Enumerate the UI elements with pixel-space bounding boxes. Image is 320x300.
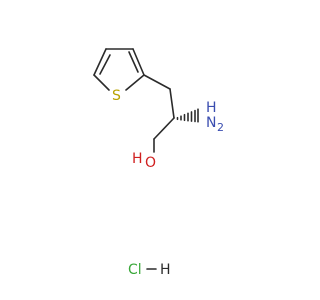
sulfur-label: S [112,88,121,104]
bond-c2-c3 [132,48,145,76]
thiophene-ring [93,48,145,91]
amine-h-label: H [206,100,217,116]
bond-c2-ch2 [143,74,171,90]
hydrochloride-salt: Cl H [128,262,171,278]
molecule-drawing: S H N 2 H O Cl H [93,48,224,278]
bond-ch2-chiral [169,88,175,119]
amine-n-label: N [206,115,216,131]
hydroxyl-h-label: H [132,151,143,167]
side-chain [143,74,175,153]
hydrochloride-h-label: H [160,262,171,278]
amine-subscript-label: 2 [217,121,224,134]
bond-s-c2 [125,74,145,91]
bond-c4-c5-double [99,54,111,75]
bond-c4-c5 [93,48,107,76]
hashed-wedge-bond [176,108,199,123]
bond-c2-c3-double [128,51,139,73]
chlorine-label: Cl [128,262,142,278]
hydroxyl-o-label: O [145,155,156,171]
bond-c5-s [93,74,110,91]
structure-canvas: S H N 2 H O Cl H [93,48,224,278]
bond-chiral-ch2oh [153,117,175,140]
